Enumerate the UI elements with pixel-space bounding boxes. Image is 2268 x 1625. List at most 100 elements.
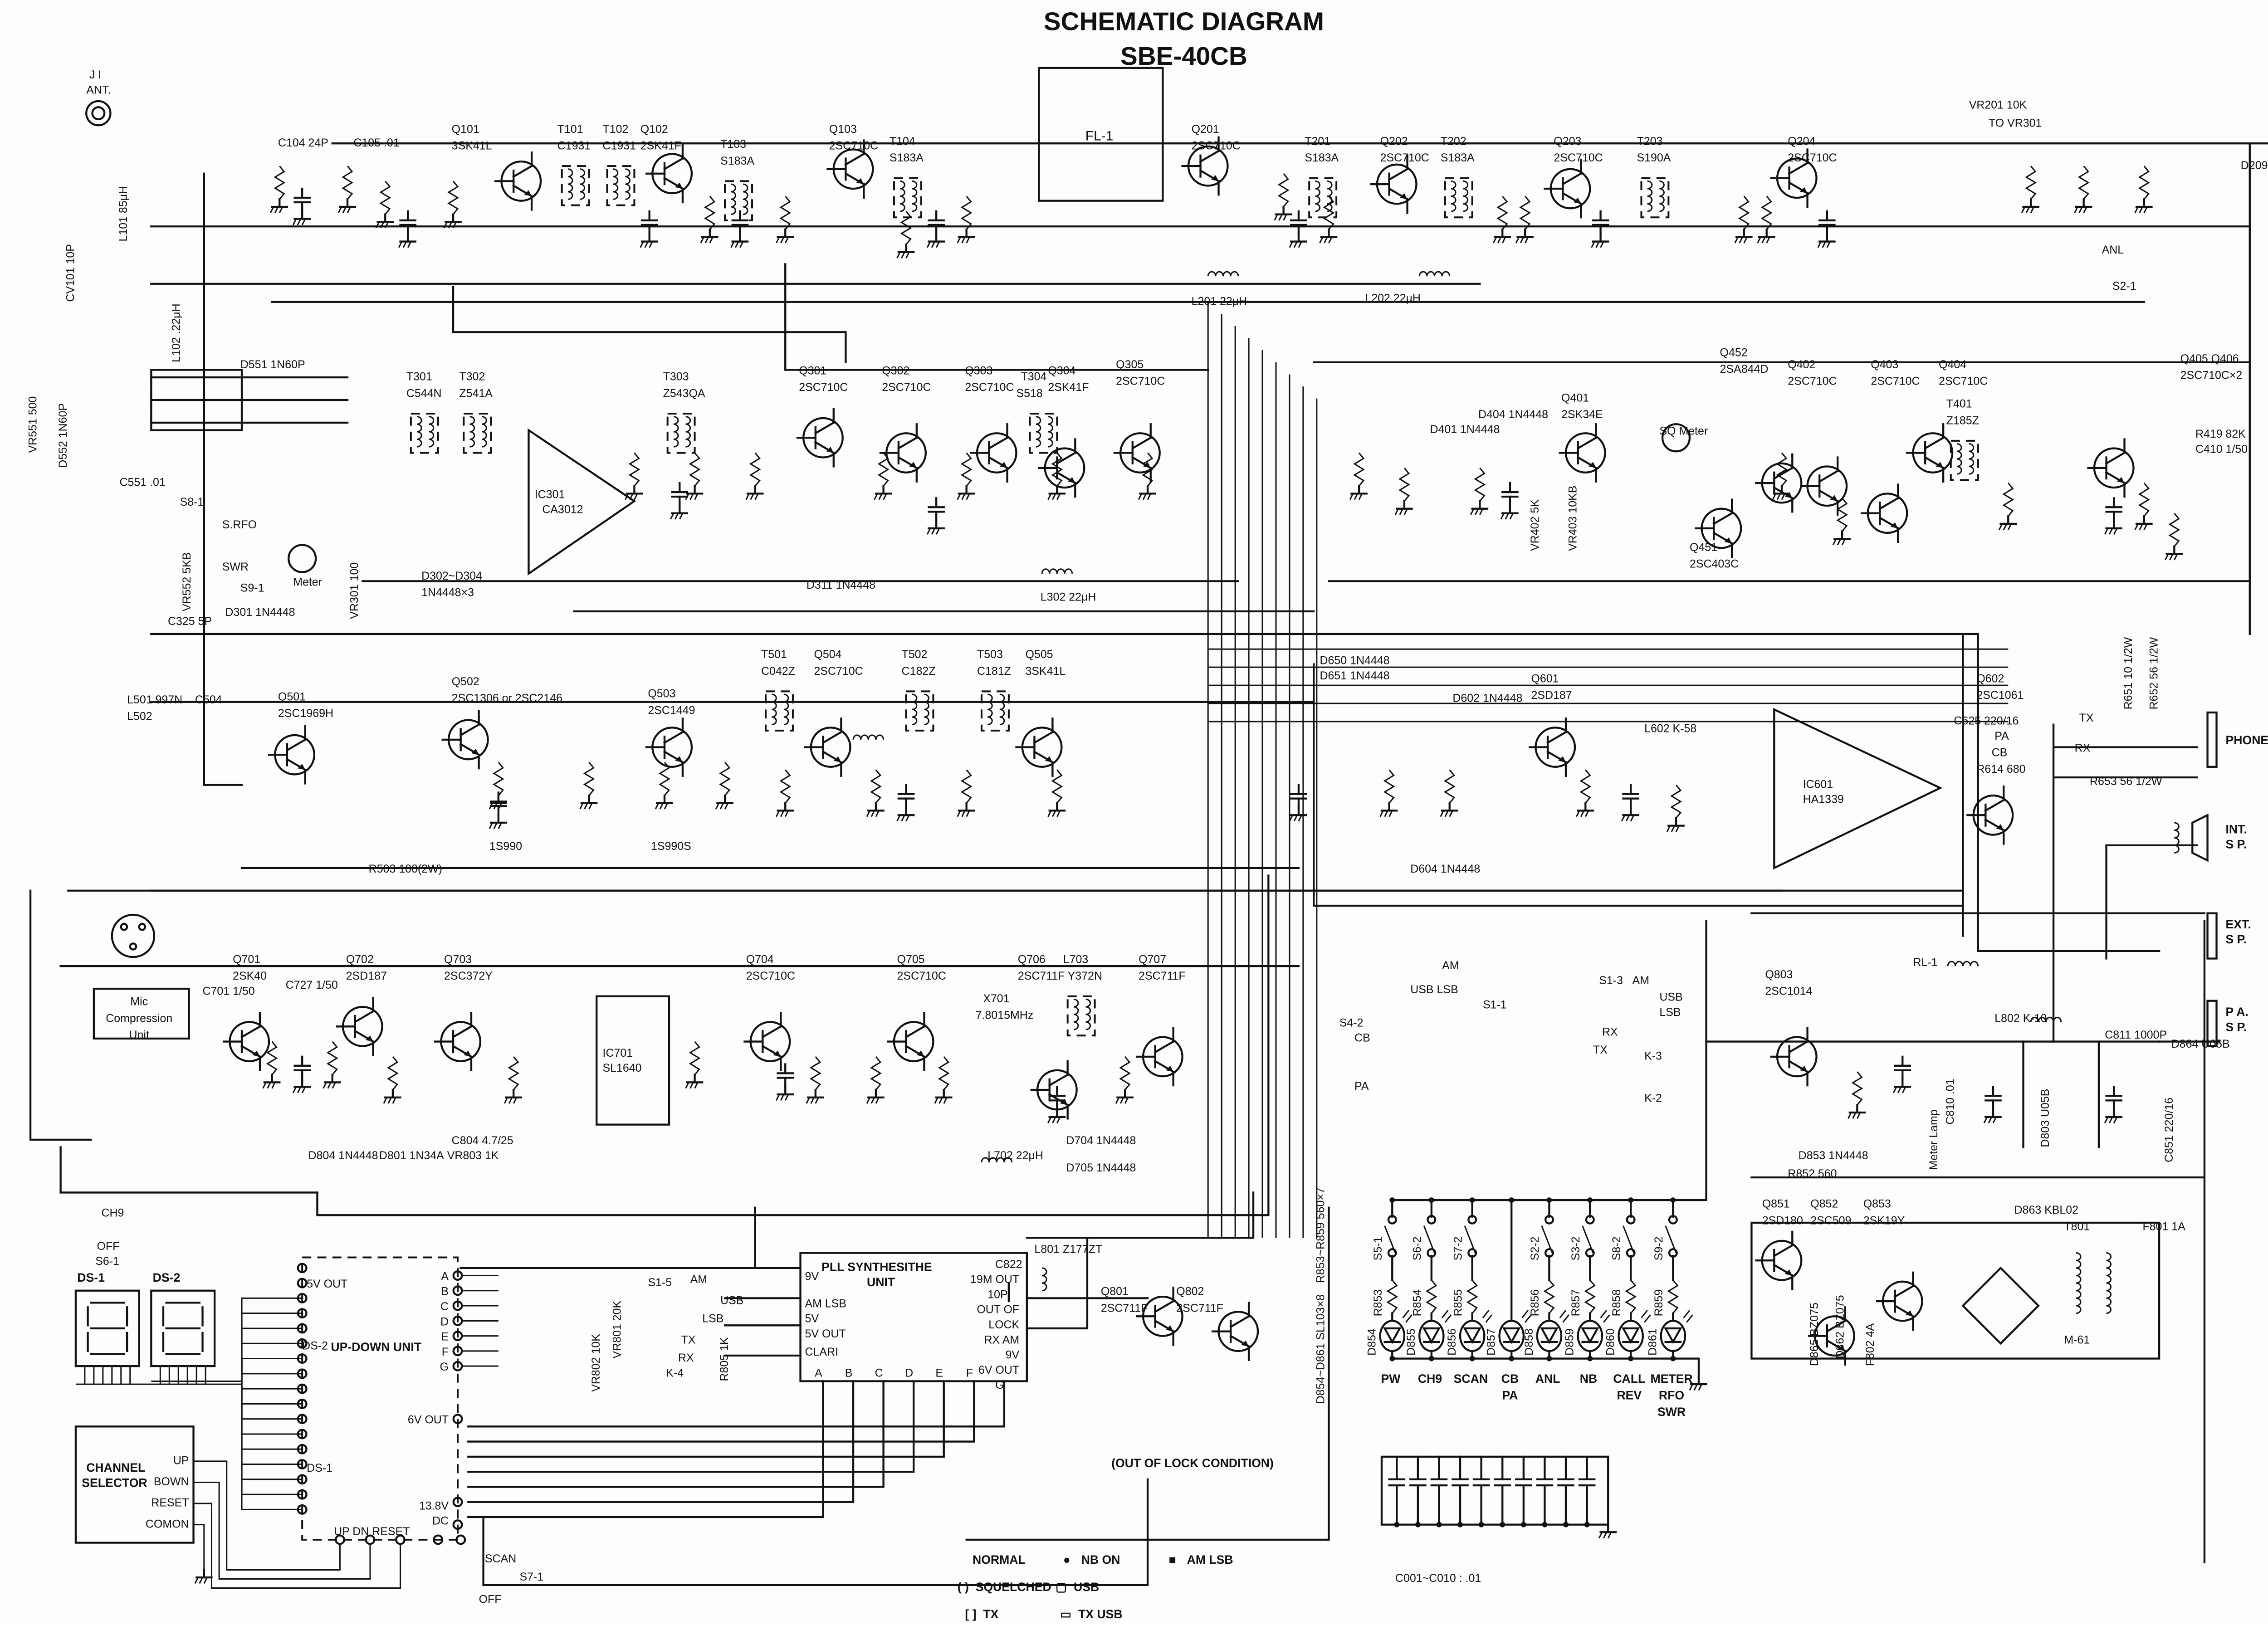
wire (493, 822, 498, 829)
led-function-label: SWR (1657, 1405, 1686, 1419)
channel-selector-pin: RESET (151, 1497, 189, 1509)
wire (588, 803, 593, 810)
wire (659, 803, 664, 810)
transistor-symbol (1761, 462, 1803, 504)
resistor-ref: R857 (1569, 1289, 1582, 1317)
coax-relay-block (150, 369, 243, 431)
pin (297, 1489, 308, 1500)
coil-turn (1073, 998, 1079, 1008)
diode-triangle (1463, 1327, 1481, 1344)
transistor-part: 2SD180 (1762, 1214, 1803, 1227)
transistor-ref: Q301 (799, 364, 826, 377)
wire (1766, 236, 1770, 244)
coil-turn (2053, 1016, 2062, 1022)
component-label: 1N4448×3 (421, 586, 474, 599)
switch-ref: S6-2 (1411, 1236, 1424, 1260)
wire (301, 1086, 306, 1093)
component-label: CB (1992, 747, 2008, 759)
wire (1056, 810, 1061, 817)
wire (1818, 469, 1839, 483)
wire (1698, 1384, 1702, 1391)
transformer-part: C181Z (977, 665, 1011, 678)
coil-turn (731, 206, 736, 215)
wire (1693, 1384, 1698, 1391)
coil-turn (1041, 568, 1051, 574)
component-label: D865 BZ075 (1808, 1303, 1821, 1366)
pll-pin-label: A (815, 1366, 822, 1379)
component-label: USB (720, 1294, 743, 1307)
pll-pin-label: D (905, 1366, 913, 1379)
component-label: L102 .22μH (170, 303, 183, 362)
resistor (1519, 195, 1531, 230)
coil-turn (1073, 1021, 1079, 1030)
wire (240, 1025, 261, 1039)
pa-sp-label: S P. (2226, 1020, 2247, 1034)
transformer-can (893, 177, 922, 219)
emitter-arrow (2116, 477, 2125, 483)
pa-sp-label: P A. (2226, 1005, 2248, 1019)
model-name: SBE-40CB (1120, 42, 1247, 70)
wire (448, 221, 453, 229)
pin-label: DS-1 (307, 1462, 332, 1474)
coil-turn (1036, 423, 1041, 433)
led-function-label: CB (1501, 1372, 1519, 1386)
transistor-part: 2SC509 (1810, 1214, 1851, 1227)
emitter-arrow (1166, 1065, 1173, 1072)
pin (297, 1278, 308, 1288)
wire (1686, 1314, 1693, 1323)
meter-symbol (288, 544, 317, 573)
legend-text: NB ON (1081, 1553, 1120, 1566)
coil-turn (613, 168, 619, 177)
transistor-symbol (440, 1021, 482, 1063)
wire (961, 236, 966, 244)
wire (269, 206, 274, 213)
transistor-ref: Q602 (1976, 672, 2004, 685)
mic-unit-label: Mic (130, 995, 148, 1008)
wire (2113, 1117, 2118, 1123)
wire (1509, 512, 1514, 520)
wire (383, 1097, 387, 1104)
wire (784, 263, 1209, 371)
coil-turn (685, 439, 691, 448)
wire (901, 815, 905, 822)
coil-turn (417, 423, 422, 433)
component-label: VR551 500 (26, 396, 39, 453)
wire (739, 241, 744, 248)
component-label: C701 1/50 (203, 985, 255, 997)
cap-label: C822 (995, 1258, 1022, 1271)
wire (926, 528, 931, 535)
wire (452, 221, 457, 229)
component-label: D401 1N4448 (1430, 423, 1500, 436)
wire (1561, 172, 1583, 186)
transistor-part: 2SA844D (1720, 363, 1769, 376)
pll-pin-label: 9V (1006, 1349, 1020, 1361)
coil-turn (912, 716, 918, 726)
coil-turn (987, 701, 993, 710)
coil-turn (1451, 203, 1457, 212)
speaker-icon (2191, 813, 2209, 862)
component-label: L101 85μH (117, 186, 130, 242)
component-label: C810 .01 (1944, 1078, 1956, 1124)
resistor (689, 1041, 701, 1075)
resistor (2025, 166, 2037, 200)
emitter-arrow (471, 748, 479, 755)
pa-sp-jack (2206, 1000, 2218, 1047)
legend-mark: ■ (1169, 1553, 1176, 1566)
resistor (960, 195, 973, 230)
wire (1773, 466, 1794, 480)
wire (784, 810, 789, 817)
component-label: LSB (1659, 1006, 1681, 1019)
pin-label: DC (432, 1515, 449, 1527)
coil-turn (673, 423, 679, 433)
component-label: L202 22μH (1365, 292, 1421, 305)
coil-turn (2106, 1259, 2112, 1269)
transistor-symbol (810, 727, 851, 768)
coil-turn (1647, 195, 1653, 205)
switch-ref: S5-1 (1372, 1236, 1384, 1260)
bridge-rectifier (1961, 1266, 2040, 1345)
pin (452, 1519, 463, 1530)
wire (1441, 1310, 1449, 1318)
component-label: LSB (702, 1313, 723, 1325)
wire (199, 1577, 203, 1584)
emitter-arrow (252, 1050, 260, 1057)
